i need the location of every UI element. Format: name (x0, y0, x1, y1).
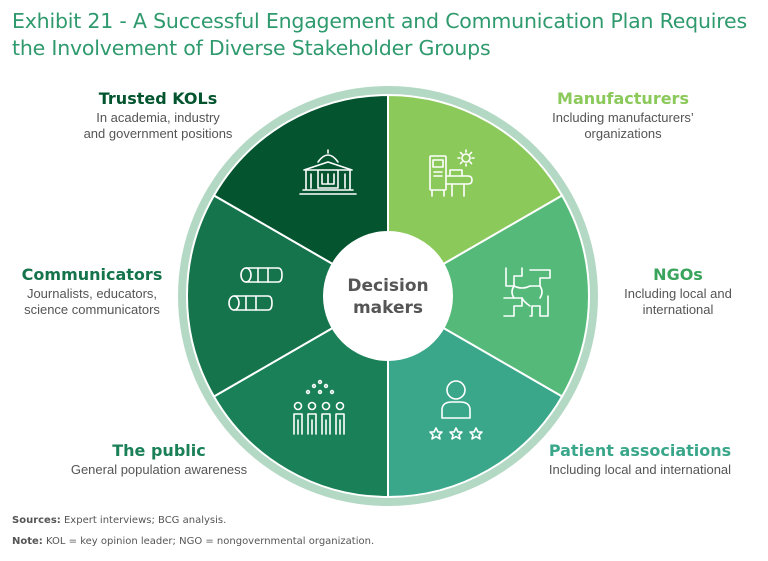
label-manufacturers-desc1: Including manufacturers’ (552, 110, 694, 125)
label-trusted-kols-title: Trusted KOLs (98, 89, 218, 108)
joined-hands-icon (503, 267, 551, 317)
center-circle (323, 231, 453, 361)
label-communicators-desc2: science communicators (24, 302, 160, 317)
scroll-icon (228, 267, 283, 311)
institution-building-icon (299, 149, 357, 195)
footer-note-label: Note: (12, 536, 43, 547)
label-ngos: NGOs Including local and international (598, 265, 758, 318)
label-communicators: Communicators Journalists, educators, sc… (8, 265, 176, 318)
exhibit-title: Exhibit 21 - A Successful Engagement and… (12, 8, 762, 62)
segment-ngos (386, 194, 590, 398)
label-trusted-kols-desc2: and government positions (83, 126, 233, 141)
label-communicators-desc1: Journalists, educators, (26, 286, 158, 301)
footer-sources: Sources: Expert interviews; BCG analysis… (12, 515, 226, 526)
exhibit-title-line2: the Involvement of Diverse Stakeholder G… (12, 36, 491, 60)
label-patient-associations: Patient associations Including local and… (530, 441, 750, 478)
segment-communicators (186, 194, 390, 398)
crowd-icon (293, 379, 345, 435)
footer-note-text: KOL = key opinion leader; NGO = nongover… (46, 536, 375, 547)
label-manufacturers-title: Manufacturers (557, 89, 689, 108)
footer-note: Note: KOL = key opinion leader; NGO = no… (12, 536, 374, 547)
label-communicators-title: Communicators (21, 265, 163, 284)
patient-rating-icon (429, 380, 483, 440)
segment-public (212, 294, 389, 499)
center-label-line2: makers (353, 298, 423, 318)
label-the-public-title: The public (112, 441, 206, 460)
label-trusted-kols-desc1: In academia, industry (96, 110, 220, 125)
label-patient-associations-desc1: Including local and international (548, 462, 732, 477)
center-label-line1: Decision (347, 276, 428, 296)
footer-sources-label: Sources: (12, 515, 61, 526)
footer-sources-text: Expert interviews; BCG analysis. (63, 515, 227, 526)
label-patient-associations-title: Patient associations (548, 441, 732, 460)
label-manufacturers-desc2: organizations (584, 126, 662, 141)
label-ngos-desc1: Including local and (624, 286, 732, 301)
label-ngos-desc2: international (642, 302, 714, 317)
label-the-public-desc1: General population awareness (70, 462, 248, 477)
label-manufacturers: Manufacturers Including manufacturers’ o… (528, 89, 718, 142)
factory-machine-icon (429, 149, 475, 197)
segments-group (186, 93, 590, 499)
label-the-public: The public General population awareness (54, 441, 264, 478)
exhibit-title-line1: Exhibit 21 - A Successful Engagement and… (12, 9, 747, 33)
segment-kols (212, 93, 389, 298)
segment-patients (387, 294, 564, 499)
label-trusted-kols: Trusted KOLs In academia, industry and g… (58, 89, 258, 142)
segment-manufacturers (387, 93, 564, 298)
label-ngos-title: NGOs (653, 265, 703, 284)
